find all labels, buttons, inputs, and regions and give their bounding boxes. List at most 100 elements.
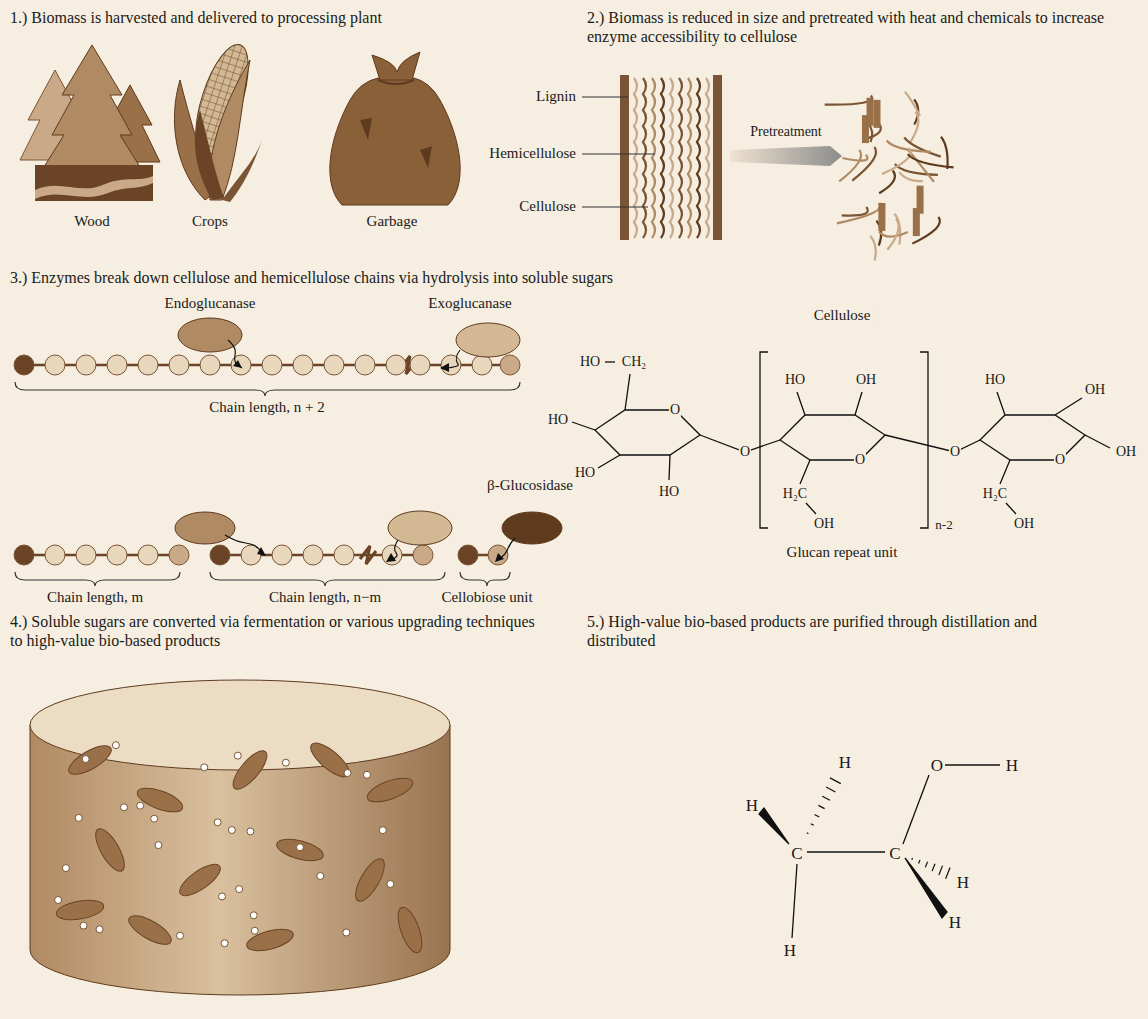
- part-label: Lignin: [534, 87, 578, 105]
- microbe: [125, 910, 176, 950]
- sugar-bubble: [219, 893, 226, 900]
- step-caption: 2.) Biomass is reduced in size and pretr…: [585, 8, 1144, 46]
- glucose-unit: [272, 545, 292, 565]
- sugar-bubble: [250, 912, 257, 919]
- glucose-unit: [231, 355, 251, 375]
- glucose-unit: [107, 545, 127, 565]
- glucose-unit: [293, 355, 313, 375]
- hash: [815, 815, 820, 817]
- atom-label: H: [745, 797, 759, 814]
- glucose-unit: [334, 545, 354, 565]
- glucose-unit: [45, 355, 65, 375]
- fibre-piece: [873, 100, 880, 128]
- microbe: [175, 859, 225, 901]
- glucose-unit: [45, 545, 65, 565]
- fibre-fragment: [842, 155, 867, 161]
- atom-label: OH: [813, 517, 835, 531]
- atom-label: H₂C: [782, 487, 808, 501]
- sugar-bubble: [247, 828, 254, 835]
- fibre-fragment: [870, 236, 875, 261]
- part-label: Chain length, n−m: [267, 588, 383, 606]
- atom-label: H: [956, 874, 970, 891]
- glucose-unit: [76, 355, 96, 375]
- atom-label: HO: [984, 373, 1006, 387]
- part-label: Pretreatment: [748, 124, 824, 141]
- sugar-bubble: [317, 873, 324, 880]
- sugar-bubble: [75, 814, 82, 821]
- atom-label: HO: [574, 466, 596, 480]
- step-caption: 1.) Biomass is harvested and delivered t…: [8, 8, 572, 27]
- glucose-unit: [138, 545, 158, 565]
- microbe: [274, 835, 325, 865]
- glucose-unit: [382, 545, 402, 565]
- atom-label: OH: [1115, 445, 1137, 459]
- part-label: β-Glucosidase: [485, 476, 575, 494]
- hash: [818, 805, 824, 808]
- glucose-unit: [169, 545, 189, 565]
- fibre-strand: [697, 78, 700, 238]
- part-label: Crops: [190, 212, 230, 230]
- microbe: [90, 825, 130, 876]
- hash: [807, 832, 809, 834]
- atom-label: HO: [547, 413, 569, 427]
- part-label: Garbage: [365, 212, 420, 230]
- glucose-unit: [107, 355, 127, 375]
- sugar-bubble: [221, 940, 228, 947]
- fibre-strand: [643, 78, 646, 238]
- atom-label: OH: [855, 373, 877, 387]
- hash: [811, 824, 814, 826]
- atom-label: HO: [784, 373, 806, 387]
- microbe: [65, 740, 116, 780]
- fibre-piece: [878, 203, 885, 231]
- fibre-fragment: [825, 96, 872, 105]
- atom-label: H: [948, 914, 962, 931]
- fibre-fragment: [941, 137, 948, 169]
- sugar-bubble: [80, 922, 87, 929]
- hash: [939, 866, 943, 875]
- atom-label: O: [669, 403, 681, 417]
- enzyme-arrows: [225, 340, 515, 560]
- fibre-fragment: [887, 219, 898, 250]
- fermenter: [30, 680, 450, 995]
- sugar-bubble: [387, 880, 394, 887]
- glucose-unit: [200, 355, 220, 375]
- glucose-unit: [262, 355, 282, 375]
- sugar-bubble: [137, 802, 144, 809]
- glucose-unit: [324, 355, 344, 375]
- part-label: Endoglucanase: [163, 294, 258, 312]
- atom-label: OH: [1013, 517, 1035, 531]
- microbe: [134, 783, 185, 816]
- part-label: Cellobiose unit: [439, 588, 534, 606]
- fibre-fragment: [837, 203, 881, 223]
- atom-label: CH₂: [621, 355, 647, 369]
- sugar-bubble: [282, 759, 289, 766]
- fibre-fragment: [905, 92, 920, 116]
- enzymes: [175, 318, 562, 545]
- fibre-strand: [670, 78, 673, 238]
- glucose-unit: [500, 355, 520, 375]
- part-label: Chain length, m: [45, 588, 145, 606]
- lignocellulose-fibre: [620, 75, 722, 240]
- ethanol-molecule: [759, 765, 1000, 938]
- hash: [830, 778, 841, 784]
- hash: [822, 796, 830, 800]
- atom-label: O: [949, 445, 961, 459]
- part-label: Chain length, n + 2: [207, 398, 327, 416]
- sugar-bubble: [379, 827, 386, 834]
- cellulose-chains: [14, 355, 520, 565]
- microbe: [306, 738, 354, 783]
- glucose-unit: [210, 545, 230, 565]
- step-caption: 4.) Soluble sugars are converted via fer…: [8, 612, 552, 650]
- step-caption: 5.) High-value bio-based products are pu…: [585, 612, 1109, 650]
- fibre-fragment: [852, 147, 876, 180]
- hash: [925, 862, 927, 868]
- fibre-strand: [688, 78, 691, 238]
- fibre-fragment: [882, 148, 911, 174]
- microbe: [393, 904, 426, 955]
- hash: [826, 787, 835, 792]
- atom-label: n-2: [934, 518, 953, 531]
- chain-break: [360, 546, 376, 564]
- fibre-piece: [913, 208, 920, 236]
- fibre-strand: [679, 78, 682, 238]
